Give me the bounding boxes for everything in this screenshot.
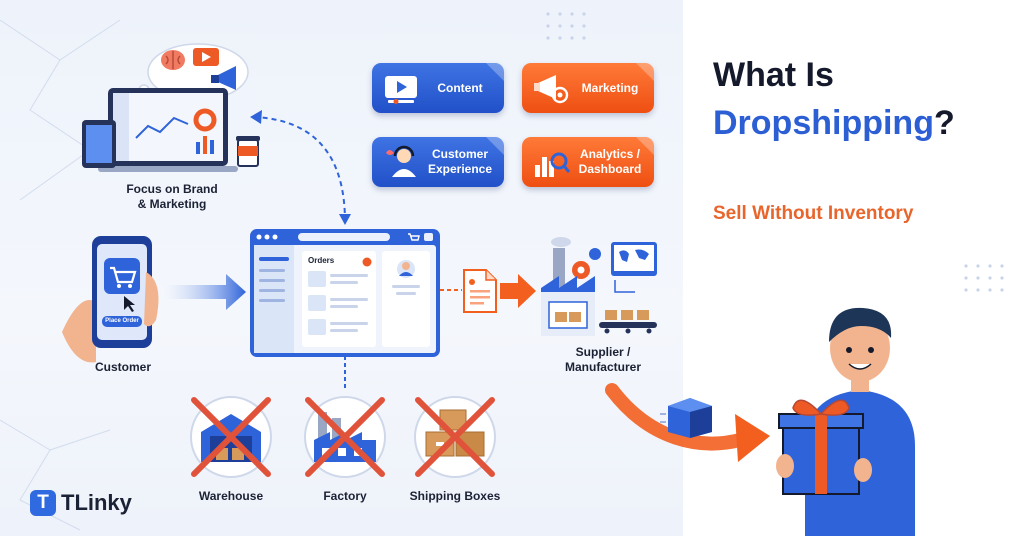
cursor-icon bbox=[124, 296, 135, 312]
arrowhead-to-brand bbox=[250, 110, 262, 124]
supplier-caption: Supplier / Manufacturer bbox=[564, 345, 641, 374]
tile-corner-fold bbox=[636, 63, 654, 81]
order-document-icon bbox=[463, 269, 497, 313]
dashed-arrow-store-to-brand bbox=[254, 116, 346, 223]
title-keyword: Dropshipping bbox=[713, 104, 934, 142]
tile-content-label: Content bbox=[437, 80, 483, 95]
megaphone-icon bbox=[534, 75, 569, 104]
tile-marketing: Marketing bbox=[522, 63, 654, 113]
arrowhead-to-buyer bbox=[735, 414, 770, 462]
title-question-mark: ? bbox=[933, 104, 955, 142]
warehouse-caption: Warehouse bbox=[198, 489, 264, 503]
arrowhead-to-store bbox=[339, 214, 351, 225]
tile-analytics-label: Analytics / Dashboard bbox=[578, 147, 642, 176]
place-order-button[interactable]: Place Order bbox=[105, 318, 139, 324]
cross-icon bbox=[305, 397, 385, 477]
tile-corner-fold bbox=[486, 63, 504, 81]
cross-icon bbox=[191, 397, 271, 477]
brain-icon bbox=[161, 50, 185, 70]
tile-marketing-label: Marketing bbox=[581, 80, 639, 95]
factory-caption: Factory bbox=[323, 489, 367, 503]
orders-heading: Orders bbox=[308, 256, 335, 265]
bar-chart-magnifier-icon bbox=[535, 152, 571, 177]
support-agent-icon bbox=[386, 145, 416, 177]
dot-grid-decoration bbox=[546, 12, 1004, 292]
coffee-cup-icon bbox=[236, 136, 260, 167]
happy-buyer-illustration bbox=[776, 307, 915, 536]
supplier-factory-illustration bbox=[541, 237, 657, 336]
user-avatar-icon bbox=[397, 260, 415, 278]
brand-name: TLinky bbox=[61, 490, 132, 515]
gift-box-icon bbox=[778, 399, 864, 495]
subtitle: Sell Without Inventory bbox=[713, 203, 914, 224]
brand-marketing-caption: Focus on Brand & Marketing bbox=[126, 182, 218, 211]
tile-corner-fold bbox=[636, 137, 654, 155]
title-line-1: What Is bbox=[713, 56, 834, 94]
customer-phone-illustration bbox=[62, 236, 159, 363]
tablet-icon bbox=[82, 120, 116, 168]
gear-icon bbox=[572, 261, 590, 279]
arrow-doc-to-supplier bbox=[500, 274, 536, 308]
shipping-boxes-caption: Shipping Boxes bbox=[409, 489, 501, 503]
video-icon bbox=[193, 48, 219, 66]
megaphone-small-icon bbox=[211, 66, 236, 90]
customer-caption: Customer bbox=[94, 360, 151, 374]
tile-content: Content bbox=[372, 63, 504, 113]
factory-crossed bbox=[304, 396, 386, 478]
arrow-customer-to-store bbox=[165, 274, 246, 310]
tile-corner-fold bbox=[486, 137, 504, 155]
tile-customer-experience: Customer Experience bbox=[372, 137, 504, 187]
curved-arrow-supplier-to-buyer bbox=[605, 383, 747, 451]
world-map-screen-icon bbox=[611, 242, 657, 276]
cross-icon bbox=[415, 397, 495, 477]
shipping-boxes-crossed bbox=[414, 396, 496, 478]
flying-parcel-icon bbox=[660, 398, 712, 438]
tile-customer-experience-label: Customer Experience bbox=[427, 147, 493, 176]
brand-mark-icon: T bbox=[30, 490, 56, 516]
tile-analytics-dashboard: Analytics / Dashboard bbox=[522, 137, 654, 187]
online-store-window bbox=[250, 229, 440, 357]
brand-logo: T TLinky bbox=[30, 490, 132, 516]
title-line-2: Dropshipping? bbox=[713, 104, 955, 143]
laptop-illustration bbox=[82, 43, 260, 172]
cart-header-icon bbox=[408, 233, 420, 241]
shopping-cart-icon bbox=[110, 266, 137, 288]
warehouse-crossed bbox=[190, 396, 272, 478]
video-play-icon bbox=[385, 76, 417, 104]
network-lines-decoration bbox=[0, 19, 121, 531]
